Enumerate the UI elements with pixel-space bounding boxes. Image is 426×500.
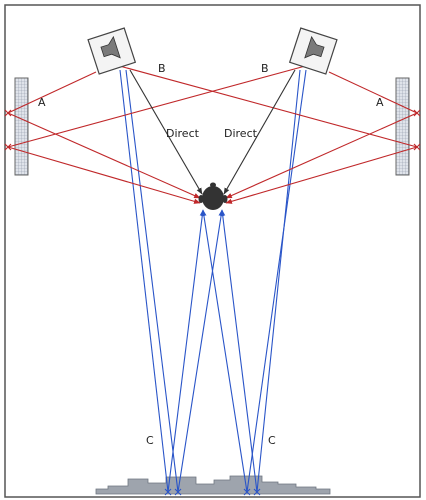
left-side-panel: [14, 77, 29, 176]
label-c-right: C: [268, 434, 276, 447]
label-a-left: A: [38, 96, 46, 109]
listener-head-icon: [198, 182, 228, 210]
side-reflection-points: [4, 109, 421, 151]
floor-reflection-rays: [119, 69, 307, 493]
direct-sound-rays: [129, 69, 296, 195]
loudspeaker-icon: [100, 35, 121, 59]
right-speaker: [288, 27, 338, 75]
room-outline: [4, 4, 421, 498]
label-b-left: B: [158, 62, 166, 75]
right-side-panel: [395, 77, 410, 176]
label-b-right: B: [261, 62, 269, 75]
label-a-right: A: [376, 96, 384, 109]
floor-reflection-points: [164, 488, 261, 496]
label-c-left: C: [146, 434, 154, 447]
left-speaker: [87, 27, 137, 75]
side-reflection-rays: [7, 64, 418, 204]
label-direct-right: Direct: [224, 127, 258, 140]
floor-diffuser: [95, 475, 331, 495]
loudspeaker-icon: [304, 35, 325, 59]
label-direct-left: Direct: [166, 127, 200, 140]
